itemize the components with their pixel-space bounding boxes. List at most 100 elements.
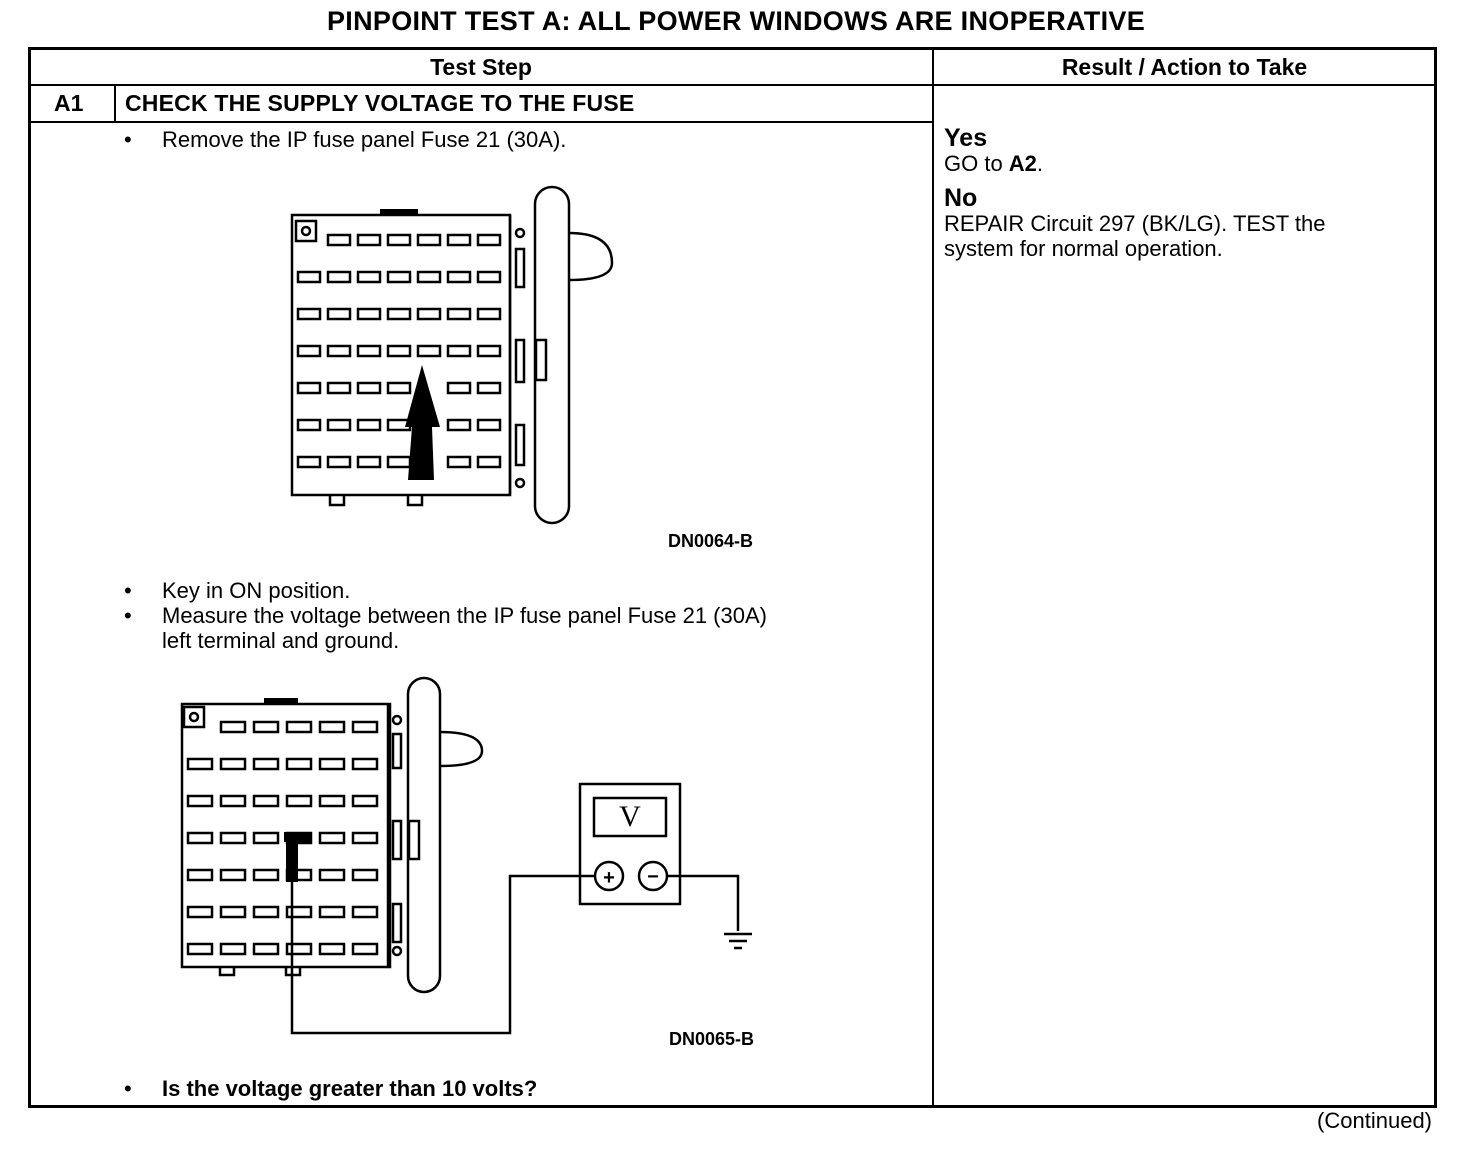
- fuse-slot: [446, 344, 472, 358]
- fuse-slot: [296, 381, 322, 395]
- fuse-slot: [285, 831, 313, 845]
- fuse-slot: [351, 720, 379, 734]
- mounting-hole: [182, 705, 206, 729]
- bullet-dot: •: [124, 603, 132, 628]
- fuse-slot: [356, 418, 382, 432]
- fuse-slot: [356, 455, 382, 469]
- page-title: PINPOINT TEST A: ALL POWER WINDOWS ARE I…: [326, 6, 1145, 36]
- fuse-slot: [219, 942, 247, 956]
- no-line-2: system for normal operation.: [944, 236, 1223, 261]
- fuse-slot: [285, 868, 313, 882]
- fuse-slot: [476, 455, 502, 469]
- fuse-slot: [386, 344, 412, 358]
- fuse-slot: [252, 942, 280, 956]
- continued-note: (Continued): [1317, 1108, 1432, 1133]
- fuse-slot: [416, 233, 442, 247]
- fuse-slot: [186, 794, 214, 808]
- fuse-slot: [219, 794, 247, 808]
- bullet-text: Key in ON position.: [162, 578, 351, 603]
- bullet-text: Measure the voltage between the IP fuse …: [162, 603, 767, 628]
- fuse-slot: [318, 794, 346, 808]
- voltmeter-icon: [578, 782, 682, 906]
- fuse-slot: [446, 307, 472, 321]
- fuse-slot: [476, 344, 502, 358]
- fuse-slot: [446, 381, 472, 395]
- fuse-slot: [252, 720, 280, 734]
- fuse-slot: [252, 905, 280, 919]
- fuse-slot: [446, 418, 472, 432]
- fuse-slot: [219, 757, 247, 771]
- arrow-icon: [405, 365, 440, 480]
- fuse-slot: [318, 868, 346, 882]
- fuse-slot: [386, 381, 412, 395]
- step-id-divider: [114, 85, 116, 122]
- fuse-slot: [326, 455, 352, 469]
- fuse-slot: [296, 307, 322, 321]
- fuse-slot: [386, 307, 412, 321]
- mounting-hole: [294, 219, 318, 243]
- fuse-slot: [416, 270, 442, 284]
- fuse-slot: [476, 233, 502, 247]
- fuse-slot: [296, 418, 322, 432]
- fuse-panel-diagram: [290, 185, 614, 525]
- no-label: No: [944, 184, 978, 212]
- fuse-slot: [326, 344, 352, 358]
- result-no: No REPAIR Circuit 297 (BK/LG). TEST the …: [944, 184, 1326, 262]
- figure-code-1: DN0064-B: [668, 531, 754, 551]
- fuse-slot: [386, 455, 412, 469]
- fuse-slot: [326, 307, 352, 321]
- bullet-dot: •: [124, 578, 132, 603]
- voltmeter-diagram: V + −: [180, 676, 752, 1035]
- fuse-slot: [351, 757, 379, 771]
- fuse-slot: [326, 233, 352, 247]
- fuse-slot: [186, 831, 214, 845]
- fuse-slot: [326, 418, 352, 432]
- fuse-slot: [252, 831, 280, 845]
- plus-label: +: [603, 867, 615, 889]
- fuse-slot: [476, 270, 502, 284]
- fuse-slot: [186, 757, 214, 771]
- fuse-slot: [186, 942, 214, 956]
- fuse-slot: [356, 233, 382, 247]
- header-divider: [30, 84, 1435, 86]
- fuse-slot: [318, 905, 346, 919]
- step-title-divider: [30, 121, 933, 123]
- yes-suffix: .: [1036, 151, 1044, 176]
- fuse-slot: [326, 381, 352, 395]
- fuse-slot: [416, 344, 442, 358]
- fuse-slot: [386, 270, 412, 284]
- fuse-slot: [285, 720, 313, 734]
- fuse-slot: [351, 868, 379, 882]
- fuse-slot: [356, 307, 382, 321]
- bullet-dot: •: [124, 127, 132, 152]
- bullet-text: left terminal and ground.: [162, 628, 400, 653]
- header-test-step: Test Step: [430, 54, 532, 80]
- fuse-slot: [318, 757, 346, 771]
- step-title: CHECK THE SUPPLY VOLTAGE TO THE FUSE: [125, 90, 635, 116]
- fuse-slot: [476, 381, 502, 395]
- fuse-slot: [351, 905, 379, 919]
- bullet-dot: •: [124, 1076, 132, 1101]
- fuse-slot: [318, 942, 346, 956]
- fuse-slot: [296, 344, 322, 358]
- fuse-slot: [446, 233, 472, 247]
- handle-loop: [439, 730, 484, 768]
- fuse-slot: [296, 270, 322, 284]
- connector-bar: [406, 676, 442, 994]
- fuse-slot: [446, 270, 472, 284]
- fuse-slot: [318, 720, 346, 734]
- fuse-slot: [296, 455, 322, 469]
- fuse-slot: [186, 868, 214, 882]
- minus-label: −: [647, 866, 659, 888]
- bullet-text: Is the voltage greater than 10 volts?: [162, 1076, 538, 1101]
- fuse-slot: [351, 942, 379, 956]
- fuse-slot: [318, 831, 346, 845]
- yes-target: A2: [1008, 151, 1037, 176]
- bullet-text: Remove the IP fuse panel Fuse 21 (30A).: [162, 127, 567, 152]
- header-result-action: Result / Action to Take: [1061, 54, 1308, 80]
- fuse-slot: [476, 418, 502, 432]
- column-divider: [932, 48, 934, 1106]
- fuse-slot: [285, 942, 313, 956]
- no-line-1: REPAIR Circuit 297 (BK/LG). TEST the: [944, 211, 1326, 236]
- fuse-slot: [446, 455, 472, 469]
